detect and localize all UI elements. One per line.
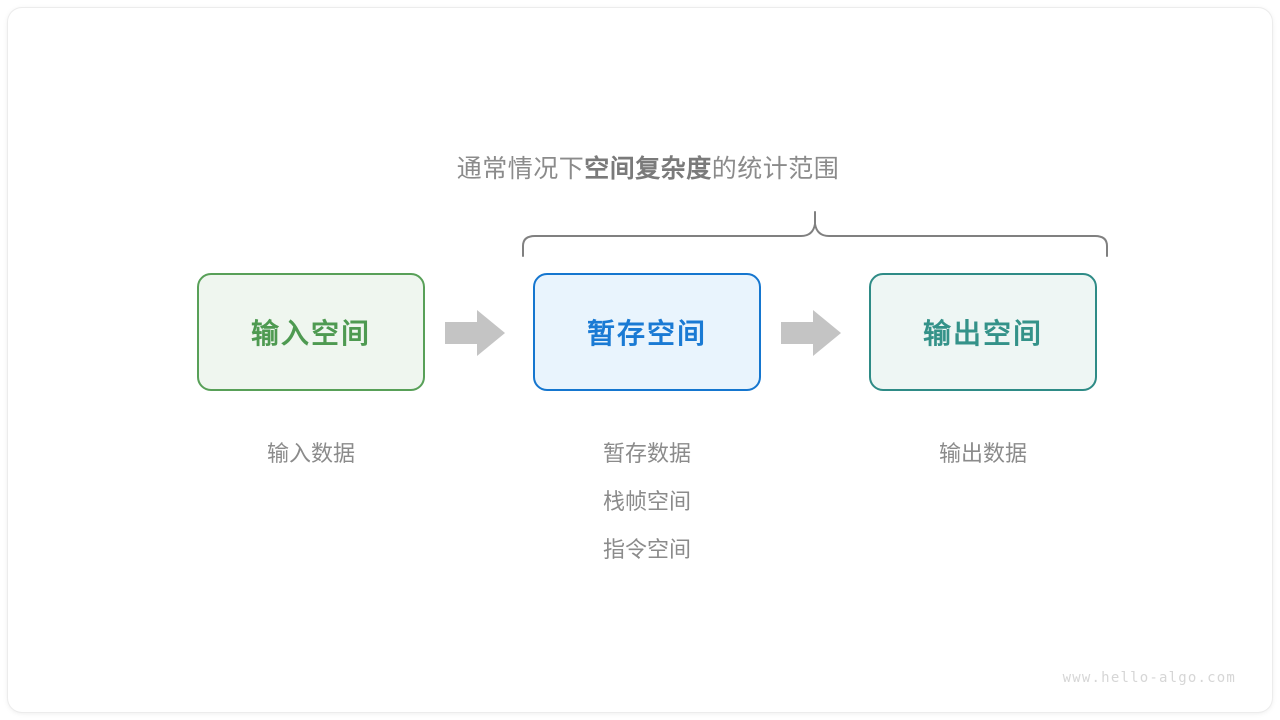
caption-prefix: 通常情况下	[456, 155, 585, 183]
box-temp-space-label: 暂存空间	[586, 318, 707, 349]
box-input-space-label: 输入空间	[250, 318, 371, 349]
caption-emphasis: 空间复杂度	[584, 155, 712, 183]
scope-caption: 通常情况下空间复杂度的统计范围	[8, 152, 1272, 186]
box-input-space[interactable]: 输入空间	[197, 273, 425, 391]
sublabel-item: 输出数据	[938, 441, 1027, 466]
arrow-right-icon-1	[445, 308, 507, 358]
sublabels-input: 输入数据	[161, 430, 461, 478]
sublabel-item: 输入数据	[266, 441, 355, 466]
arrow-right-icon-2	[781, 308, 843, 358]
sublabels-temp: 暂存数据 栈帧空间 指令空间	[497, 430, 797, 574]
brace-icon	[522, 211, 1108, 257]
sublabel-item: 暂存数据	[602, 441, 691, 466]
box-output-space-label: 输出空间	[922, 318, 1043, 349]
box-temp-space[interactable]: 暂存空间	[533, 273, 761, 391]
watermark: www.hello-algo.com	[1062, 670, 1236, 686]
diagram-card: 通常情况下空间复杂度的统计范围 输入空间 暂存空间 输出空间	[8, 8, 1272, 712]
sublabels-output: 输出数据	[833, 430, 1133, 478]
caption-suffix: 的统计范围	[711, 155, 840, 183]
sublabel-item: 栈帧空间	[602, 489, 691, 514]
sublabel-item: 指令空间	[602, 537, 691, 562]
box-output-space[interactable]: 输出空间	[869, 273, 1097, 391]
scope-brace	[521, 206, 1109, 258]
